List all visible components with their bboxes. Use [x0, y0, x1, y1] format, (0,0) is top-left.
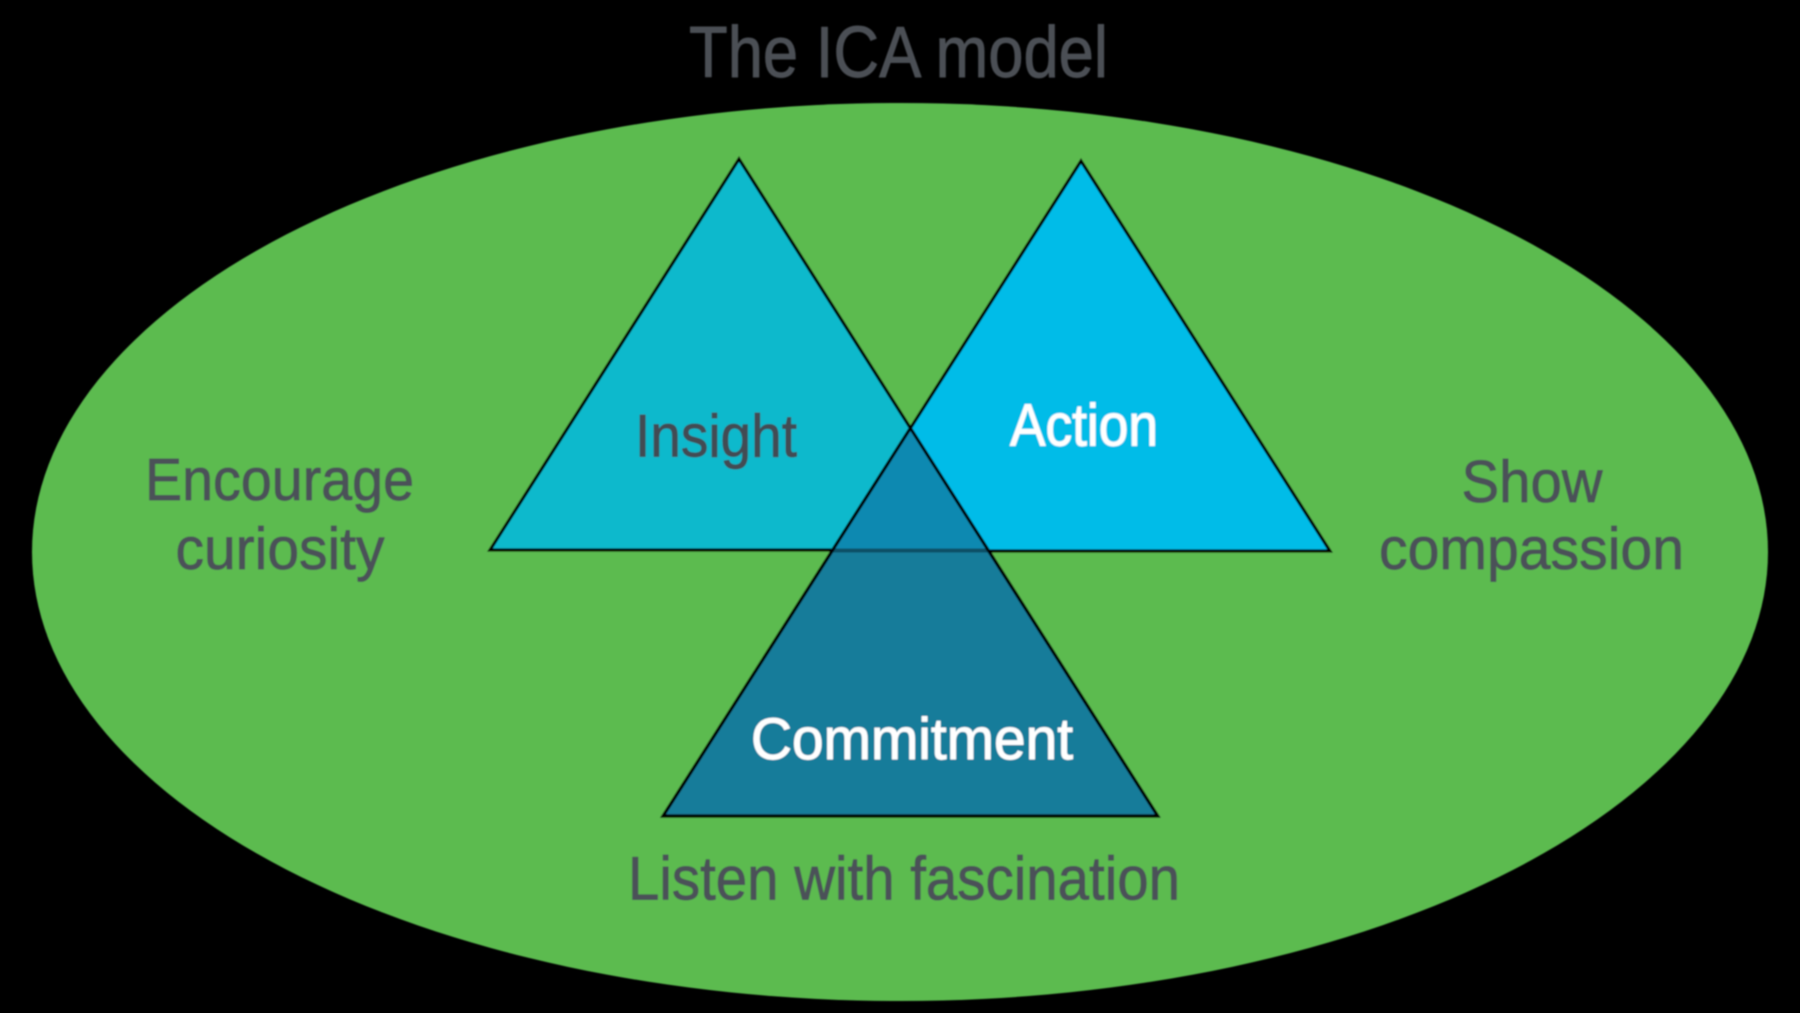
- encourage-curiosity-label-line2: curiosity: [176, 515, 385, 582]
- diagram-title: The ICA model: [689, 12, 1108, 93]
- action-triangle: [829, 158, 1333, 553]
- show-compassion-label-line2: compassion: [1379, 515, 1684, 582]
- insight-label: Insight: [635, 403, 797, 470]
- commitment-triangle-outline: [660, 425, 1161, 818]
- encourage-curiosity-label-line1: Encourage: [145, 446, 414, 513]
- show-compassion-label-line1: Show: [1462, 448, 1604, 515]
- listen-with-fascination-label: Listen with fascination: [628, 845, 1180, 913]
- commitment-overlap-region: [832, 428, 988, 550]
- diagram-content: The ICA model Insight Action Commitment …: [32, 12, 1768, 1001]
- insight-triangle: [487, 156, 991, 552]
- action-label: Action: [1010, 393, 1158, 459]
- commitment-label: Commitment: [751, 707, 1073, 772]
